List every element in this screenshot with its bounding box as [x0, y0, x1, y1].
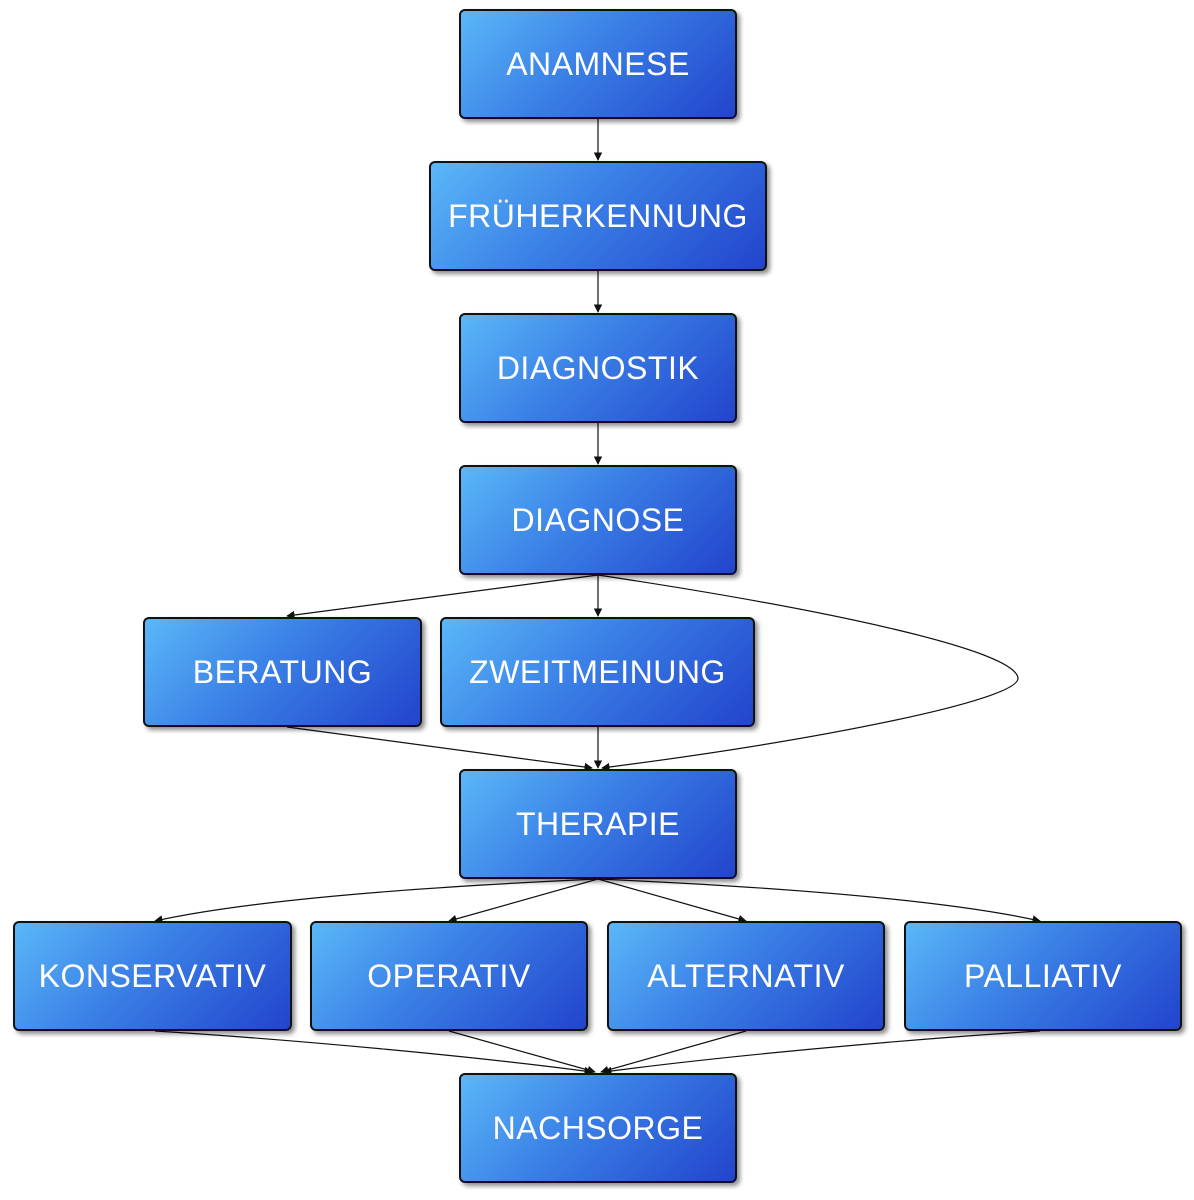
edge-therapie-palliativ — [597, 878, 1041, 924]
node-anamnese: ANAMNESE — [459, 9, 737, 119]
node-zweitmeinung: ZWEITMEINUNG — [440, 617, 755, 727]
node-alternativ-label: ALTERNATIV — [647, 957, 845, 994]
node-therapie-label: THERAPIE — [515, 805, 681, 842]
node-diagnostik: DIAGNOSTIK — [459, 313, 737, 423]
edge-konservativ-nachsorge — [154, 1030, 593, 1076]
node-konservativ-label: KONSERVATIV — [38, 957, 267, 994]
node-zweitmeinung-label: ZWEITMEINUNG — [469, 653, 726, 690]
node-operativ-label: OPERATIV — [367, 957, 531, 994]
edge-therapie-operativ — [448, 878, 599, 923]
node-nachsorge-label: NACHSORGE — [492, 1109, 704, 1146]
node-beratung-label: BERATUNG — [192, 653, 373, 690]
node-frueherkennung: FRÜHERKENNUNG — [429, 161, 767, 271]
node-frueherkennung-label: FRÜHERKENNUNG — [448, 197, 748, 234]
node-palliativ-label: PALLIATIV — [963, 957, 1123, 994]
node-konservativ: KONSERVATIV — [13, 921, 292, 1031]
edge-operativ-nachsorge — [448, 1030, 596, 1074]
node-diagnostik-label: DIAGNOSTIK — [496, 349, 700, 386]
edge-therapie-konservativ — [154, 878, 599, 924]
node-alternativ: ALTERNATIV — [607, 921, 885, 1031]
edge-alternativ-nachsorge — [600, 1030, 747, 1074]
edge-diagnose-therapie — [597, 574, 1019, 772]
node-nachsorge: NACHSORGE — [459, 1073, 737, 1183]
edge-palliativ-nachsorge — [603, 1030, 1041, 1076]
node-palliativ: PALLIATIV — [904, 921, 1182, 1031]
edge-beratung-therapie — [286, 726, 593, 772]
node-operativ: OPERATIV — [310, 921, 588, 1031]
edge-therapie-alternativ — [597, 878, 747, 923]
node-anamnese-label: ANAMNESE — [506, 45, 690, 82]
edge-diagnose-beratung — [286, 574, 599, 620]
node-therapie: THERAPIE — [459, 769, 737, 879]
node-diagnose-label: DIAGNOSE — [511, 501, 685, 538]
node-diagnose: DIAGNOSE — [459, 465, 737, 575]
node-beratung: BERATUNG — [143, 617, 422, 727]
